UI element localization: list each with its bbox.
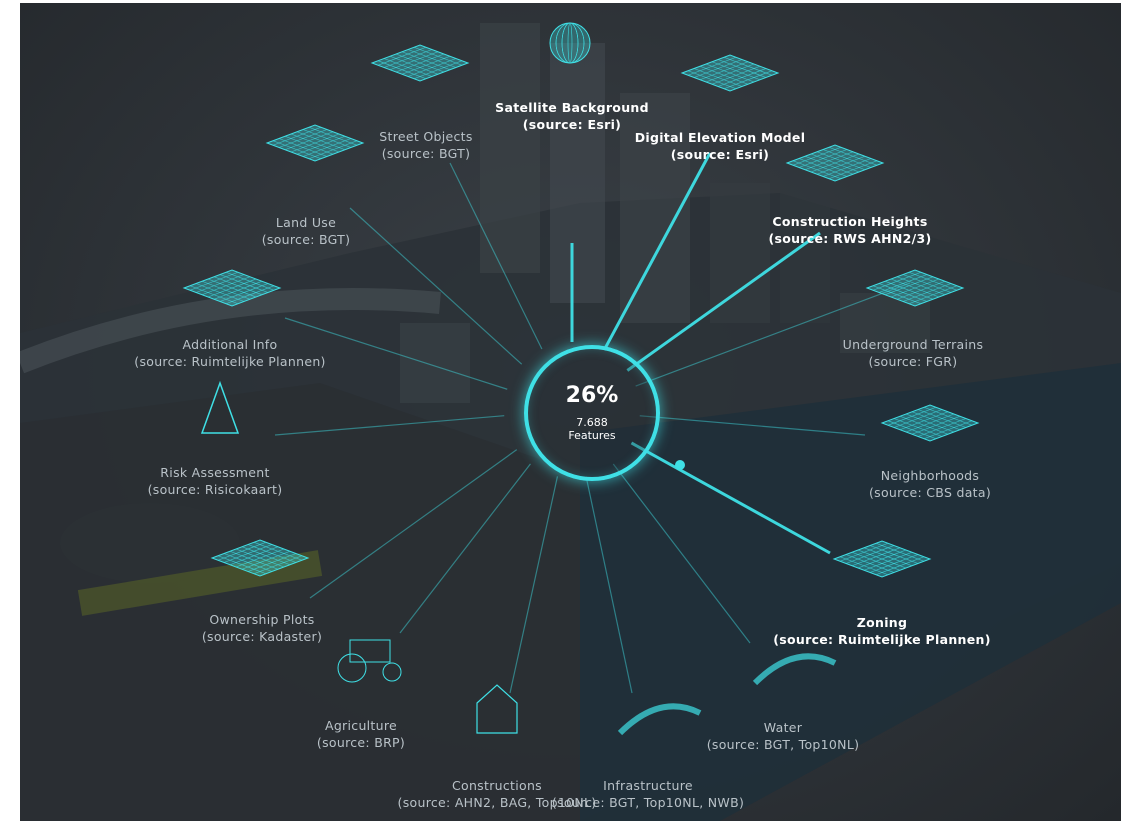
layer-elevation[interactable]: Digital Elevation Model (source: Esri) bbox=[635, 129, 806, 163]
buildings-grid-icon bbox=[785, 144, 885, 182]
ray-streetobjects bbox=[449, 162, 543, 350]
layer-name: Constructions bbox=[451, 778, 542, 793]
ray-risk bbox=[274, 415, 505, 436]
terrain-grid-icon bbox=[680, 54, 780, 92]
ray-ownership bbox=[309, 449, 518, 599]
ray-infrastructure bbox=[585, 476, 633, 694]
layer-source: (source: RWS AHN2/3) bbox=[768, 231, 932, 246]
scene-background: 26% 7.688 Features Satellite Background (… bbox=[20, 3, 1121, 821]
layer-name: Water bbox=[763, 720, 803, 735]
ray-elevation bbox=[602, 152, 712, 351]
layer-zoning[interactable]: Zoning (source: Ruimtelijke Plannen) bbox=[773, 614, 990, 648]
ray-landuse bbox=[349, 207, 523, 365]
ray-marker-dot bbox=[675, 460, 685, 470]
terrain-grid-icon bbox=[182, 269, 282, 307]
feature-unit: Features bbox=[568, 429, 616, 442]
layer-source: (source: Risicokaart) bbox=[147, 482, 283, 497]
layer-water[interactable]: Water (source: BGT, Top10NL) bbox=[707, 719, 860, 753]
ray-heights bbox=[626, 231, 821, 372]
layer-source: (source: Kadaster) bbox=[201, 629, 323, 644]
layer-source: (source: BGT) bbox=[381, 146, 471, 161]
layer-source: (source: BGT, Top10NL) bbox=[706, 737, 860, 752]
layer-source: (source: Esri) bbox=[670, 147, 770, 162]
layer-streetobjects[interactable]: Street Objects (source: BGT) bbox=[379, 128, 472, 162]
layer-satellite[interactable]: Satellite Background (source: Esri) bbox=[495, 99, 649, 133]
house-icon bbox=[476, 684, 518, 734]
layer-source: (source: CBS data) bbox=[869, 485, 991, 500]
layer-neighborhoods[interactable]: Neighborhoods (source: CBS data) bbox=[869, 467, 991, 501]
progress-percent: 26% bbox=[565, 383, 619, 408]
ray-water bbox=[612, 463, 751, 644]
layer-source: (source: BGT) bbox=[261, 232, 351, 247]
layer-name: Street Objects bbox=[379, 129, 473, 144]
terrain-grid-icon bbox=[832, 540, 932, 578]
layer-name: Risk Assessment bbox=[160, 465, 270, 480]
layer-name: Agriculture bbox=[324, 718, 398, 733]
layer-source: (source: FGR) bbox=[868, 354, 958, 369]
layer-name: Satellite Background bbox=[495, 100, 649, 115]
layer-infrastructure[interactable]: Infrastructure (source: BGT, Top10NL, NWB… bbox=[552, 777, 744, 811]
terrain-grid-icon bbox=[865, 269, 965, 307]
ray-neighborhoods bbox=[639, 415, 866, 436]
city-backdrop bbox=[20, 23, 1121, 821]
layer-name: Underground Terrains bbox=[842, 337, 984, 352]
layer-name: Additional Info bbox=[182, 337, 278, 352]
layer-name: Neighborhoods bbox=[880, 468, 980, 483]
layer-risk[interactable]: Risk Assessment (source: Risicokaart) bbox=[148, 464, 283, 498]
layer-name: Infrastructure bbox=[603, 778, 693, 793]
ray-zoning bbox=[630, 441, 831, 555]
feature-count: 7.688 bbox=[576, 416, 608, 429]
streetlight-grid-icon bbox=[370, 44, 470, 82]
layer-agriculture[interactable]: Agriculture (source: BRP) bbox=[317, 717, 405, 751]
tree-grid-icon bbox=[265, 124, 365, 162]
warning-triangle-icon bbox=[200, 380, 240, 434]
plot-grid-icon bbox=[210, 539, 310, 577]
ray-agriculture bbox=[399, 463, 531, 634]
layer-additional[interactable]: Additional Info (source: Ruimtelijke Plan… bbox=[134, 336, 325, 370]
layer-source: (source: Ruimtelijke Plannen) bbox=[134, 354, 326, 369]
layer-name: Construction Heights bbox=[772, 214, 928, 229]
layer-ownership[interactable]: Ownership Plots (source: Kadaster) bbox=[202, 611, 322, 645]
terrain-grid-icon bbox=[880, 404, 980, 442]
layer-name: Zoning bbox=[856, 615, 908, 630]
layer-source: (source: BGT, Top10NL, NWB) bbox=[551, 795, 745, 810]
layer-heights[interactable]: Construction Heights (source: RWS AHN2/3) bbox=[768, 213, 931, 247]
water-wave-icon bbox=[752, 653, 837, 686]
layer-source: (source: Ruimtelijke Plannen) bbox=[773, 632, 991, 647]
layer-constructions[interactable]: Constructions (source: AHN2, BAG, Top10NL… bbox=[398, 777, 597, 811]
layer-source: (source: BRP) bbox=[316, 735, 406, 750]
layer-name: Digital Elevation Model bbox=[634, 130, 806, 145]
layer-source: (source: AHN2, BAG, Top10NL) bbox=[397, 795, 597, 810]
layer-landuse[interactable]: Land Use (source: BGT) bbox=[262, 214, 351, 248]
ray-additional bbox=[284, 317, 508, 390]
connection-rays bbox=[182, 22, 980, 736]
ray-underground bbox=[635, 282, 911, 387]
layer-name: Land Use bbox=[275, 215, 337, 230]
progress-hub: 26% 7.688 Features bbox=[524, 345, 660, 481]
road-bridge-icon bbox=[617, 703, 702, 736]
tractor-icon bbox=[337, 639, 402, 683]
layer-name: Ownership Plots bbox=[209, 612, 315, 627]
globe-satellite-icon bbox=[549, 22, 591, 64]
layer-source: (source: Esri) bbox=[522, 117, 622, 132]
ray-constructions bbox=[509, 476, 559, 694]
layer-underground[interactable]: Underground Terrains (source: FGR) bbox=[843, 336, 984, 370]
